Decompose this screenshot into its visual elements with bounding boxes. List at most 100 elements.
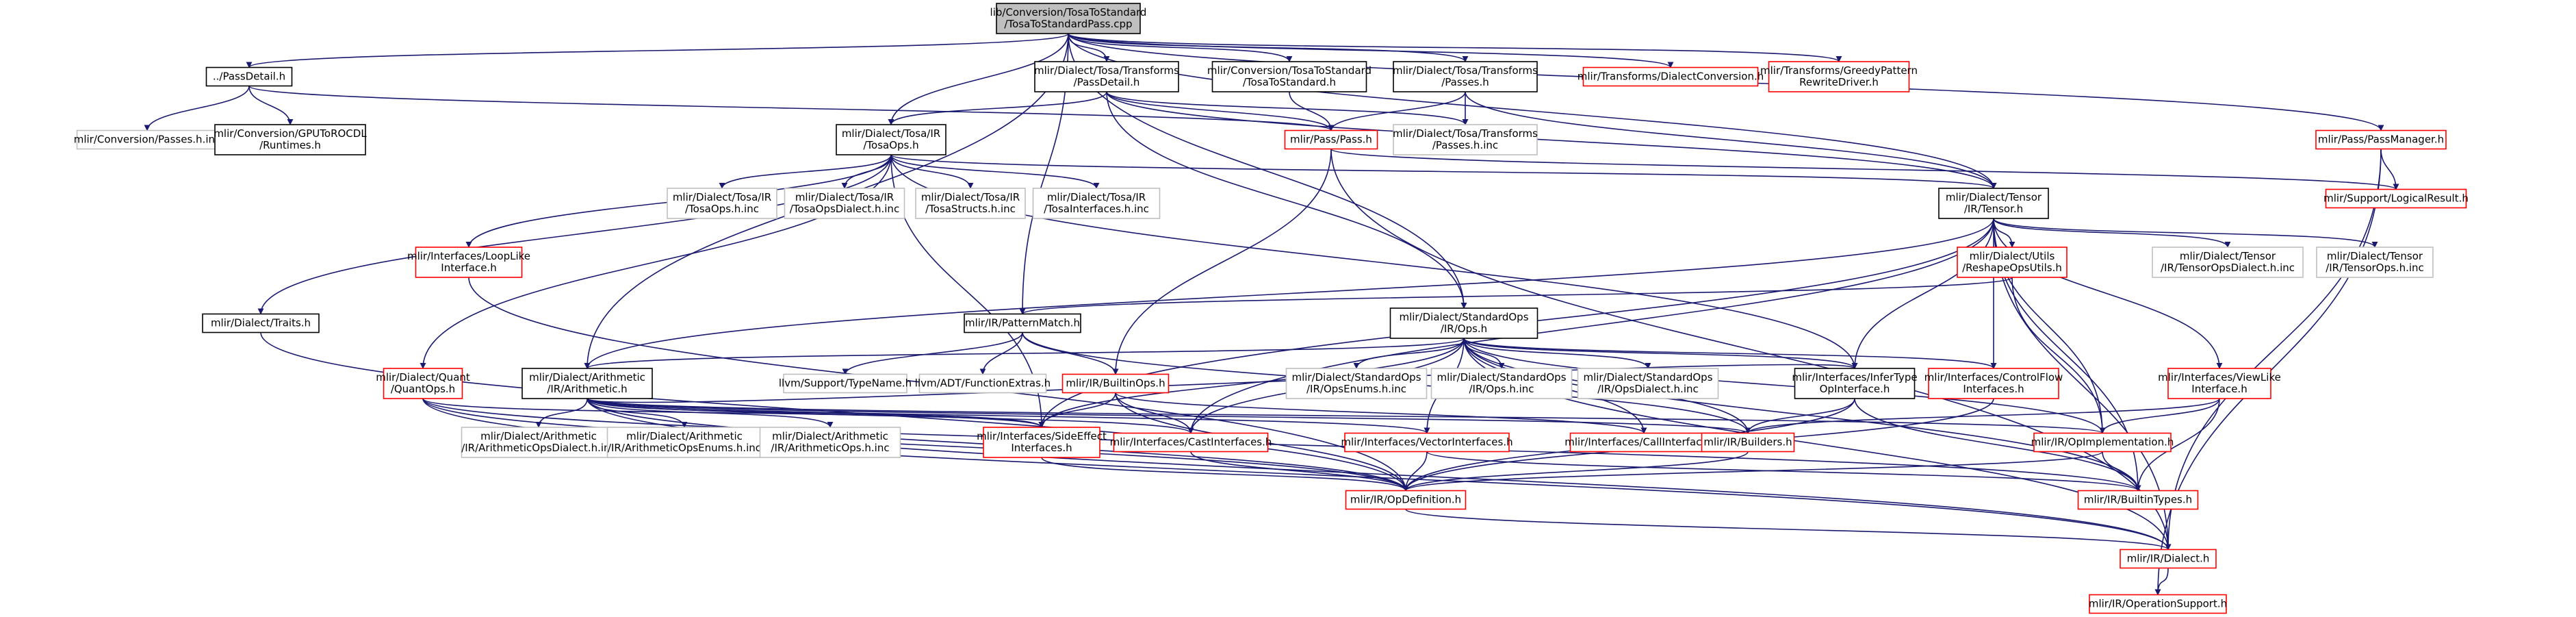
node-label: mlir/Dialect/Tensor — [2327, 250, 2423, 262]
node-pass_manager[interactable]: mlir/Pass/PassManager.h — [2315, 129, 2447, 150]
edge-op_impl-to-builtin_types — [2102, 451, 2141, 492]
node-label: /ReshapeOpsUtils.h — [1962, 262, 2062, 274]
node-label: mlir/Interfaces/SideEffect — [977, 430, 1107, 442]
edge-builders-to-op_definition — [1402, 451, 1749, 492]
node-builtin_types[interactable]: mlir/IR/BuiltinTypes.h — [2077, 490, 2199, 510]
node-box — [996, 3, 1141, 34]
node-box — [2325, 188, 2467, 209]
node-label: mlir/Transforms/GreedyPattern — [1760, 64, 1918, 77]
node-box — [1569, 432, 1718, 453]
node-label: llvm/Support/TypeName.h — [779, 377, 912, 390]
node-box — [606, 427, 762, 458]
node-box — [1034, 61, 1179, 92]
edge-root-to-tensor_h — [1068, 33, 1997, 189]
node-label: mlir/Interfaces/LoopLike — [407, 250, 530, 262]
node-box — [1938, 188, 2049, 219]
edge-tensor_h-to-tensor_dialect_inc — [1993, 218, 2231, 248]
node-label: mlir/Dialect/Tosa/Transforms — [1393, 64, 1538, 77]
node-label: mlir/Dialect/Tensor — [1946, 191, 2042, 203]
node-label: /TosaToStandardPass.cpp — [1004, 18, 1132, 30]
node-dialect_h[interactable]: mlir/IR/Dialect.h — [2120, 549, 2217, 569]
node-passdetail_local[interactable]: ../PassDetail.h — [205, 66, 293, 87]
node-greedy_rewrite[interactable]: mlir/Transforms/GreedyPatternRewriteDriv… — [1760, 61, 1918, 92]
node-reshape_utils[interactable]: mlir/Dialect/Utils/ReshapeOpsUtils.h — [1957, 247, 2068, 278]
node-box — [2152, 247, 2304, 278]
node-label: mlir/Dialect/Tosa/IR — [1047, 191, 1146, 203]
node-logical_result[interactable]: mlir/Support/LogicalResult.h — [2323, 188, 2469, 209]
node-label: /IR/OpsDialect.h.inc — [1597, 383, 1699, 395]
node-label: mlir/Conversion/TosaToStandard — [1207, 64, 1371, 77]
node-gpu_rocdl[interactable]: mlir/Conversion/GPUToROCDL/Runtimes.h — [214, 124, 367, 155]
node-pattern_match[interactable]: mlir/IR/PatternMatch.h — [964, 313, 1081, 333]
node-box — [1345, 490, 1467, 510]
node-tosa_transforms_passes[interactable]: mlir/Dialect/Tosa/Transforms/Passes.h — [1393, 61, 1538, 92]
node-label: Interface.h — [441, 262, 496, 274]
node-call_interfaces[interactable]: mlir/Interfaces/CallInterfaces.h — [1564, 432, 1723, 453]
edge-cast_interfaces-to-op_definition — [1190, 451, 1409, 492]
node-conv_tosatostd_h[interactable]: mlir/Conversion/TosaToStandard/TosaToSta… — [1207, 61, 1371, 92]
edge-infer_type-to-builders — [1744, 398, 1855, 434]
node-box — [1430, 368, 1573, 399]
node-box — [1794, 368, 1916, 399]
node-box — [205, 66, 293, 87]
node-quant_ops[interactable]: mlir/Dialect/Quant/QuantOps.h — [376, 368, 470, 399]
edge-std_ops_h-to-arith_h — [584, 338, 1465, 369]
edge-pattern_match-to-type_name — [842, 332, 1023, 375]
edge-tosa_ops_h-to-tensor_h — [890, 154, 1997, 189]
edge-std_ops_h-to-std_dialect_inc — [1463, 338, 1651, 369]
node-vector_interfaces[interactable]: mlir/Interfaces/VectorInterfaces.h — [1341, 432, 1513, 453]
node-arith_h[interactable]: mlir/Dialect/Arithmetic/IR/Arithmetic.h — [521, 368, 653, 399]
node-label: mlir/Interfaces/ViewLike — [2158, 371, 2281, 383]
node-pass_h[interactable]: mlir/Pass/Pass.h — [1284, 129, 1378, 150]
node-label: RewriteDriver.h — [1799, 76, 1879, 88]
node-label: mlir/Interfaces/CastInterfaces.h — [1110, 436, 1272, 449]
node-label: mlir/Pass/Pass.h — [1290, 134, 1372, 146]
node-box — [1957, 247, 2068, 278]
node-tensor_h[interactable]: mlir/Dialect/Tensor/IR/Tensor.h — [1938, 188, 2049, 219]
edge-arith_h-to-builders — [587, 398, 1751, 434]
node-label: mlir/Dialect/Tosa/IR — [795, 191, 894, 203]
node-builders[interactable]: mlir/IR/Builders.h — [1701, 432, 1795, 453]
node-tosa_transforms_passdetail[interactable]: mlir/Dialect/Tosa/Transforms/PassDetail.… — [1034, 61, 1179, 92]
node-std_ops_h[interactable]: mlir/Dialect/StandardOps/IR/Ops.h — [1389, 307, 1538, 339]
node-std_dialect_inc: mlir/Dialect/StandardOps/IR/OpsDialect.h… — [1577, 368, 1719, 399]
node-label: mlir/Dialect/StandardOps — [1437, 371, 1566, 383]
node-traits_h[interactable]: mlir/Dialect/Traits.h — [202, 313, 320, 333]
edge-quant_ops-to-side_effect — [422, 398, 1045, 428]
node-label: mlir/Dialect/Tosa/IR — [673, 191, 771, 203]
edge-tensor_h-to-tensor_ops_inc — [1993, 218, 2378, 248]
node-dialect_conversion[interactable]: mlir/Transforms/DialectConversion.h — [1577, 66, 1764, 87]
node-tosa_ops_h[interactable]: mlir/Dialect/Tosa/IR/TosaOps.h — [836, 124, 946, 155]
edge-std_ops_h-to-std_enums_inc — [1353, 338, 1465, 369]
node-tensor_dialect_inc: mlir/Dialect/Tensor/IR/TensorOpsDialect.… — [2152, 247, 2304, 278]
node-tosainterfaces_inc: mlir/Dialect/Tosa/IR/TosaInterfaces.h.in… — [1032, 188, 1161, 219]
node-box — [1768, 61, 1910, 92]
node-box — [2077, 490, 2199, 510]
node-std_ops_inc: mlir/Dialect/StandardOps/IR/Ops.h.inc — [1430, 368, 1573, 399]
edge-tosa_transforms_passdetail-to-tosa_ops_h — [888, 91, 1107, 125]
node-arith_enums_inc: mlir/Dialect/Arithmetic/IR/ArithmeticOps… — [606, 427, 762, 458]
node-box — [1032, 188, 1161, 219]
edge-tosa_transforms_passdetail-to-tensor_h — [1106, 91, 1997, 189]
edge-pass_h-to-builtin_ops — [1112, 149, 1332, 375]
node-label: mlir/Dialect/Quant — [376, 371, 470, 383]
node-box — [383, 368, 463, 399]
node-op_impl[interactable]: mlir/IR/OpImplementation.h — [2031, 432, 2174, 453]
node-cast_interfaces[interactable]: mlir/Interfaces/CastInterfaces.h — [1110, 432, 1272, 453]
node-builtin_ops[interactable]: mlir/IR/BuiltinOps.h — [1061, 373, 1170, 394]
node-label: mlir/Dialect/StandardOps — [1291, 371, 1421, 383]
edge-root-to-passdetail_local — [246, 33, 1069, 68]
node-label: Interfaces.h — [1011, 442, 1072, 454]
node-op_definition[interactable]: mlir/IR/OpDefinition.h — [1345, 490, 1467, 510]
node-label: mlir/Dialect/Arithmetic — [626, 430, 743, 442]
edge-std_ops_h-to-builtin_types — [1463, 338, 2141, 492]
edge-root-to-dialect_conversion — [1068, 33, 1674, 68]
node-box — [983, 427, 1100, 458]
node-operation_support[interactable]: mlir/IR/OperationSupport.h — [2089, 594, 2227, 614]
node-label: mlir/Interfaces/ControlFlow — [1924, 371, 2063, 383]
